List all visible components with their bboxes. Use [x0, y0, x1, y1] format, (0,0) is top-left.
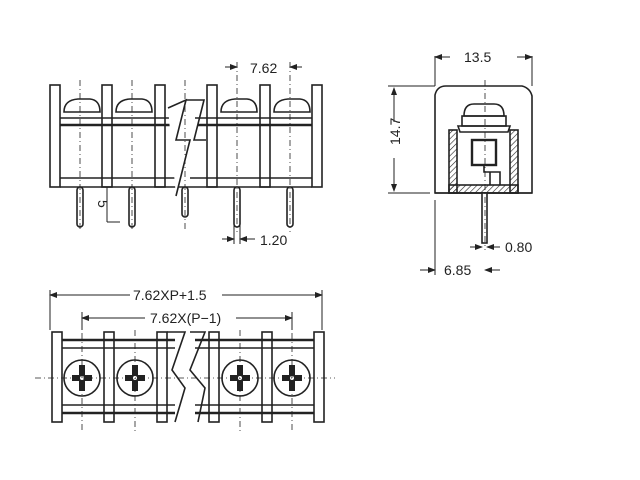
front-centerlines — [79, 62, 291, 232]
pin-length-label: 5 — [95, 200, 111, 208]
front-dimensions — [106, 64, 302, 244]
pin-span-label: 7.62X(P−1) — [150, 310, 221, 326]
overall-length-label: 7.62XP+1.5 — [133, 287, 207, 303]
pin-thickness-label: 0.80 — [505, 239, 532, 255]
side-dimensions — [388, 54, 533, 275]
front-view — [49, 84, 323, 228]
side-width-label: 13.5 — [464, 49, 491, 65]
top-centerlines — [35, 320, 335, 432]
pitch-label: 7.62 — [250, 60, 277, 76]
top-dimensions — [49, 290, 323, 330]
pin-width-label: 1.20 — [260, 232, 287, 248]
pin-offset-label: 6.85 — [444, 262, 471, 278]
side-height-label: 14.7 — [387, 118, 403, 145]
side-view — [434, 85, 533, 244]
